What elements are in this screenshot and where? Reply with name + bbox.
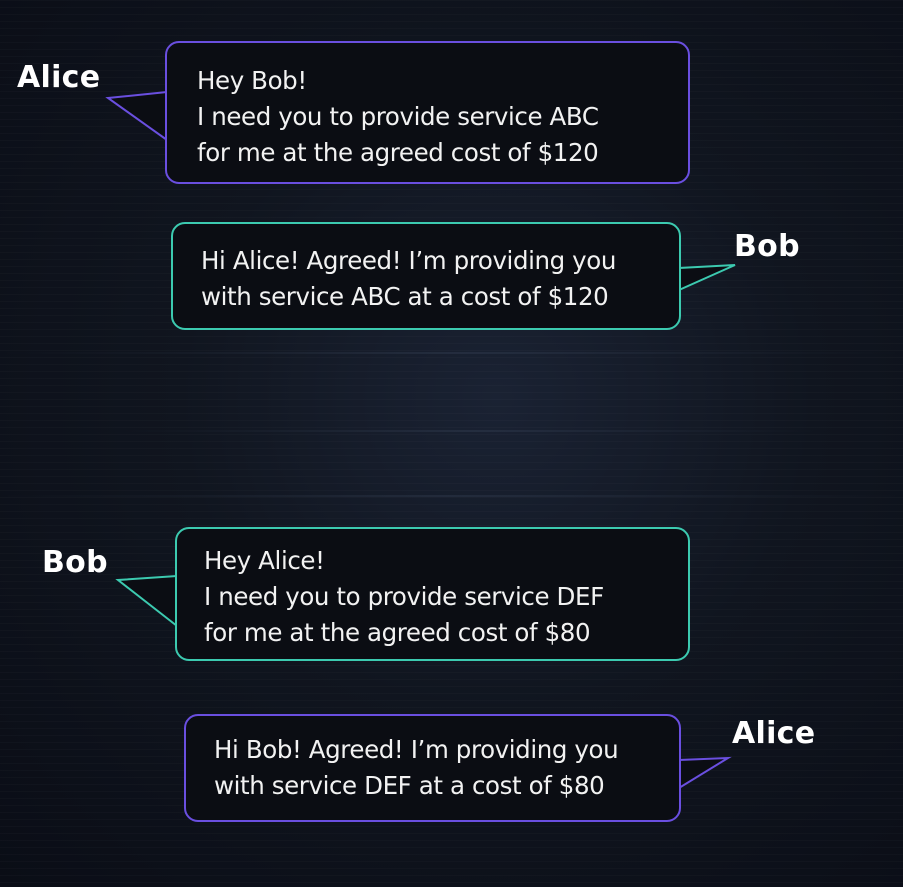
message-line: Hi Bob! Agreed! I’m providing you xyxy=(214,735,619,764)
chat-bubble: Hi Alice! Agreed! I’m providing you with… xyxy=(171,222,681,330)
speaker-label: Alice xyxy=(732,716,816,751)
message-line: for me at the agreed cost of $80 xyxy=(204,618,591,647)
message-line: with service ABC at a cost of $120 xyxy=(201,282,609,311)
message-line: Hey Bob! xyxy=(197,66,307,95)
message-line: I need you to provide service ABC xyxy=(197,102,599,131)
speaker-label: Bob xyxy=(42,545,108,580)
background-streak xyxy=(120,430,820,432)
chat-bubble: Hey Alice! I need you to provide service… xyxy=(175,527,690,661)
chat-bubble: Hey Bob! I need you to provide service A… xyxy=(165,41,690,184)
message-line: for me at the agreed cost of $120 xyxy=(197,138,599,167)
background-streak xyxy=(0,352,903,354)
speaker-label: Alice xyxy=(17,60,101,95)
message-line: with service DEF at a cost of $80 xyxy=(214,771,605,800)
message-line: Hi Alice! Agreed! I’m providing you xyxy=(201,246,616,275)
background-streak xyxy=(0,495,903,497)
speaker-label: Bob xyxy=(734,229,800,264)
chat-bubble: Hi Bob! Agreed! I’m providing you with s… xyxy=(184,714,681,822)
message-line: I need you to provide service DEF xyxy=(204,582,604,611)
message-line: Hey Alice! xyxy=(204,546,325,575)
